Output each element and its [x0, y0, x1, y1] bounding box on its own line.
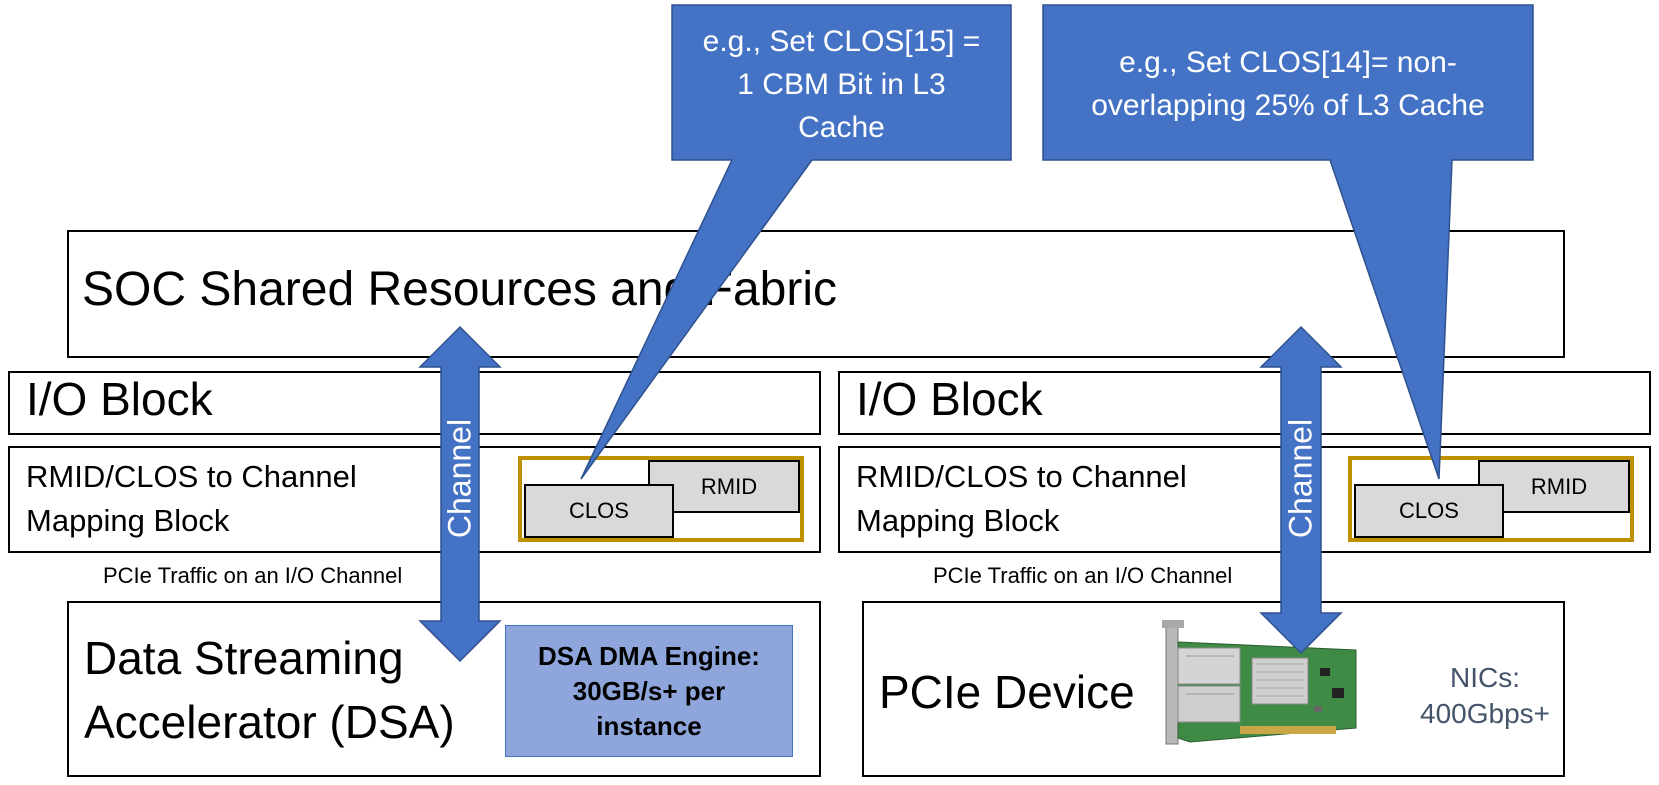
nic-card-image — [1162, 620, 1357, 745]
right-io-block — [838, 371, 1651, 435]
right-mapping-block-label: RMID/CLOS to Channel Mapping Block — [856, 459, 1187, 538]
left-channel-label: Channel — [441, 418, 478, 539]
left-traffic-label: PCIe Traffic on an I/O Channel — [103, 563, 403, 588]
right-channel-label: Channel — [1282, 418, 1319, 539]
right-io-block-label: I/O Block — [856, 373, 1043, 425]
dsa-title: Data Streaming Accelerator (DSA) — [84, 632, 455, 748]
right-traffic-label: PCIe Traffic on an I/O Channel — [933, 563, 1233, 588]
nic-label: NICs: 400Gbps+ — [1420, 662, 1550, 729]
right-callout-shape — [1042, 4, 1534, 480]
left-callout-shape — [580, 4, 1012, 480]
dsa-dma-engine-box: DSA DMA Engine: 30GB/s+ per instance — [505, 625, 793, 757]
left-io-block-label: I/O Block — [26, 373, 213, 425]
soc-shared-resources-block — [67, 230, 1565, 358]
right-channel-arrow — [1259, 325, 1343, 655]
left-channel-arrow — [418, 325, 502, 663]
right-callout-text: e.g., Set CLOS[14]= non- overlapping 25%… — [1091, 46, 1485, 122]
dsa-dma-engine-label: DSA DMA Engine: 30GB/s+ per instance — [538, 640, 760, 741]
right-clos-register: CLOS — [1354, 484, 1504, 538]
left-callout-text: e.g., Set CLOS[15] = 1 CBM Bit in L3 Cac… — [702, 25, 981, 144]
left-clos-register: CLOS — [524, 484, 674, 538]
left-io-block — [8, 371, 821, 435]
pcie-device-title: PCIe Device — [879, 666, 1135, 718]
left-mapping-block-label: RMID/CLOS to Channel Mapping Block — [26, 459, 357, 538]
